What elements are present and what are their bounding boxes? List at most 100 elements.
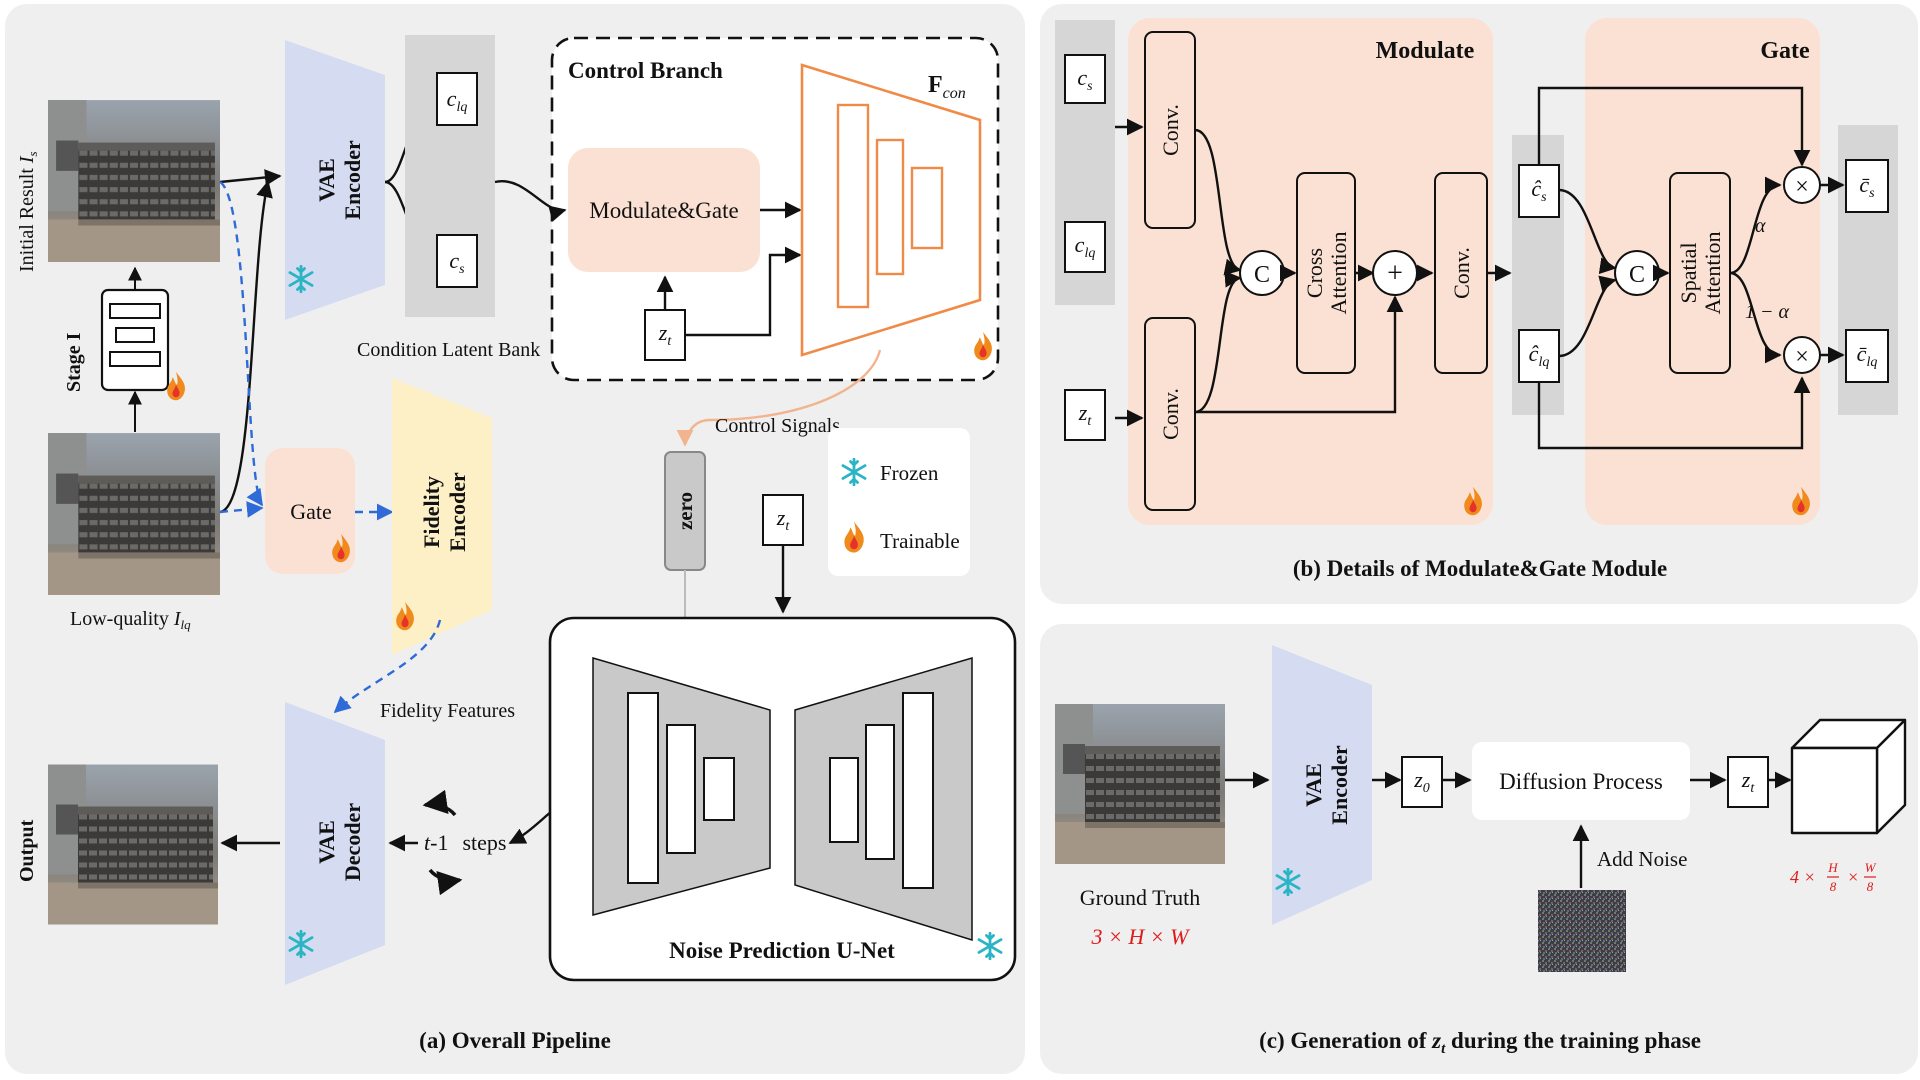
panel-a-caption: (a) Overall Pipeline [419, 1028, 611, 1053]
cs-hat-box [1518, 164, 1560, 218]
svg-text:4 ×: 4 × [1790, 867, 1816, 887]
zt-label-c: zt [1741, 767, 1756, 796]
unet-layer [666, 724, 696, 854]
fcon-label: Fcon [928, 72, 966, 102]
fidelity-features-arrow [333, 619, 442, 714]
conv-bottom [1144, 317, 1196, 511]
fcon-layer [910, 166, 944, 250]
modulate-gate-label: Modulate&Gate [589, 198, 738, 223]
svg-text:W: W [1865, 860, 1877, 875]
unet-layer [865, 724, 895, 860]
vae-encoder-a [285, 40, 385, 320]
modulate-label: Modulate [1376, 38, 1475, 64]
gate-region-label: Gate [1760, 38, 1810, 64]
modulate-gate-box [568, 148, 760, 272]
cs-hat-label: ĉs [1531, 176, 1547, 205]
cross-attention-label: CrossAttention [1302, 231, 1351, 314]
fidelity-encoder-label: FidelityEncoder [419, 472, 470, 552]
fidelity-encoder [392, 378, 492, 655]
vae-decoder-a-label: VAEDecoder [314, 803, 365, 881]
svg-text:8: 8 [1830, 879, 1837, 894]
clq-bar-box [1845, 329, 1889, 383]
vae-encoder-c [1272, 645, 1372, 925]
fcon-layer [836, 103, 870, 309]
z0-box [1401, 756, 1443, 808]
clq-hat-label: ĉlq [1529, 341, 1550, 370]
unet-layer [902, 692, 934, 889]
condition-latent-bank-label: Condition Latent Bank [357, 339, 540, 361]
residual-to-plus [1195, 295, 1404, 414]
concat-label-b2: C [1629, 262, 1645, 288]
concat-label-b1: C [1254, 262, 1270, 288]
control-branch-label: Control Branch [568, 58, 723, 83]
legend-box [828, 428, 970, 576]
output-image [48, 764, 218, 925]
clqhat-to-concat [1558, 275, 1617, 358]
zt-label-unet: zt [776, 505, 791, 534]
vae-decoder-a [285, 702, 385, 985]
stage1-bar [109, 351, 161, 367]
cs-bar-box [1845, 159, 1889, 213]
cs-box-a [436, 234, 478, 288]
gate-label-a: Gate [290, 499, 332, 524]
clq-label-a: clq [447, 86, 468, 115]
legend-trainable-label: Trainable [880, 529, 960, 553]
latent-cube [1790, 718, 1907, 835]
conv-bottom-label: Conv. [1158, 388, 1183, 440]
svg-text:H: H [1827, 860, 1838, 875]
cshat-to-concat [1558, 188, 1617, 275]
low-quality-image [48, 433, 220, 595]
add-noise-label: Add Noise [1597, 847, 1687, 871]
bank-to-modgate-arrow [494, 180, 567, 222]
conv-bottom-to-concat [1194, 270, 1242, 414]
zt-label-control: zt [658, 320, 673, 349]
initial-result-label: Initial Result Is [16, 151, 40, 272]
output-label: Output [16, 819, 38, 882]
latent-dim-label: 4 × H 8 × W 8 [1790, 860, 1877, 894]
low-quality-label: Low-quality Ilq [70, 608, 191, 632]
one-minus-alpha-label: 1 − α [1745, 301, 1789, 323]
clq-box-b [1064, 221, 1106, 273]
diffusion-process-label: Diffusion Process [1499, 769, 1663, 794]
unet-label: Noise Prediction U-Net [669, 938, 895, 963]
alpha-label: α [1755, 215, 1766, 237]
z0-label: z0 [1413, 767, 1430, 796]
control-signals-arrow [676, 349, 882, 447]
legend-frozen-label: Frozen [880, 461, 939, 485]
loop-icon-top [422, 789, 457, 817]
cs-label-b: cs [1077, 65, 1093, 94]
lq-to-encoder-arrow [219, 180, 273, 514]
mult-bottom-label: × [1795, 344, 1809, 370]
cs-label-a: cs [449, 248, 465, 277]
cs-bar-label: c̄s [1859, 172, 1875, 201]
svg-text:×: × [1847, 867, 1859, 887]
zero-conv-label: zero [673, 492, 697, 530]
clq-box-a [436, 72, 478, 126]
clq-bar-label: c̄lq [1857, 341, 1878, 370]
zt-box-b [1064, 389, 1106, 441]
unet-layer [627, 692, 659, 884]
ground-truth-image [1055, 704, 1225, 864]
loop-icon-bottom [428, 868, 463, 896]
spatial-attention-label: SpatialAttention [1676, 231, 1725, 314]
lq-to-gate-arrow [219, 501, 264, 518]
panel-c-background [1040, 624, 1918, 1074]
stage1-bar [109, 303, 161, 319]
clq-hat-box [1518, 329, 1560, 383]
panel-b-caption: (b) Details of Modulate&Gate Module [1293, 556, 1667, 581]
vae-encoder-a-label: VAEEncoder [314, 140, 365, 220]
spatial-to-mult-top [1729, 176, 1782, 275]
zt-box-c [1727, 756, 1769, 808]
plus-label: + [1387, 258, 1403, 289]
zt-box-unet [762, 494, 804, 546]
noise-image [1538, 890, 1626, 972]
zt-label-b: zt [1078, 400, 1093, 429]
mult-top-label: × [1795, 174, 1809, 200]
spatial-to-mult-bottom [1729, 271, 1782, 364]
clq-label-b: clq [1075, 232, 1096, 261]
ground-truth-dim: 3 × H × W [1091, 924, 1191, 949]
clqhat-skip-line [1537, 376, 1811, 450]
stage1-label: Stage I [63, 332, 85, 392]
cshat-skip-line [1537, 86, 1811, 167]
